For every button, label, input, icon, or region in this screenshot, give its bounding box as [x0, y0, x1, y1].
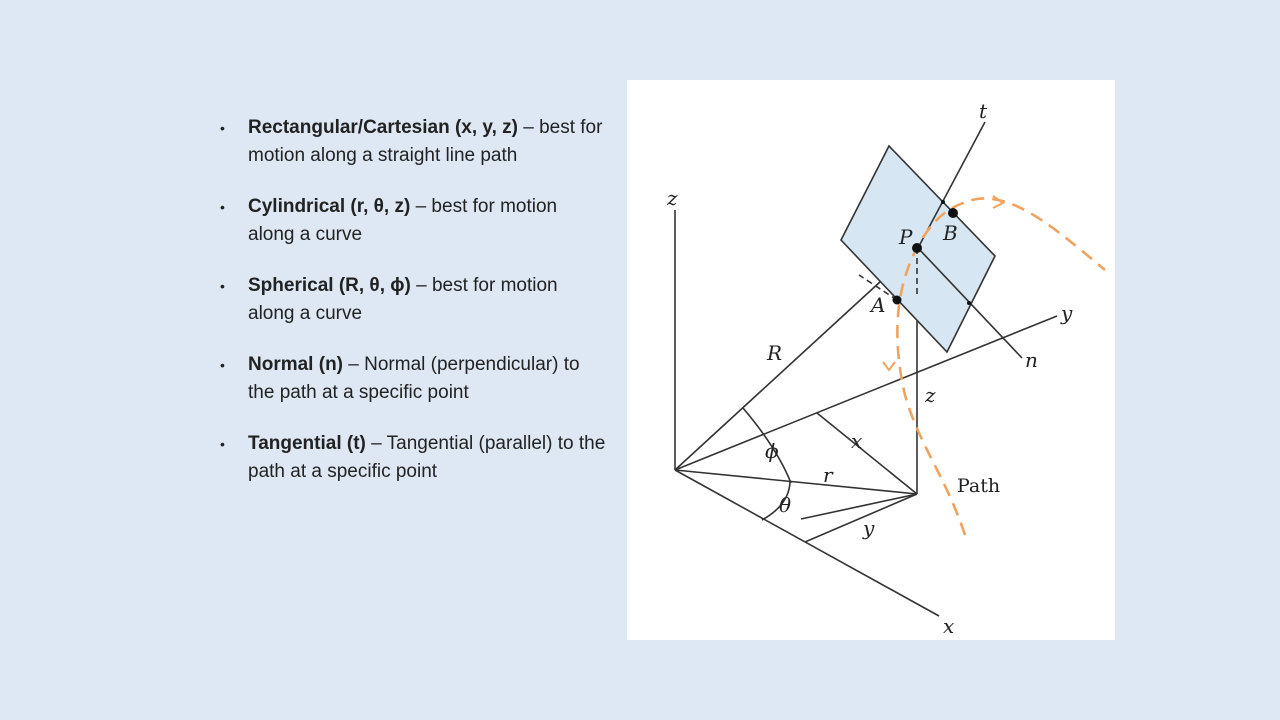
point-P — [912, 243, 922, 253]
y-axis-line — [674, 315, 1058, 471]
label-theta: θ — [779, 493, 791, 517]
point-A — [892, 295, 902, 305]
path-arrow — [992, 195, 1005, 209]
radius-r-line — [674, 469, 918, 495]
label-A: A — [869, 293, 885, 317]
label-n: n — [1025, 348, 1038, 372]
radius-R-line — [674, 247, 918, 471]
plane-intersection-dot — [967, 301, 971, 305]
bullet-desc: – Normal (perpendicular) to the path at … — [248, 354, 580, 403]
bullet-dot: • — [220, 436, 225, 452]
bullet-desc: – Tangential (parallel) to the path at a… — [248, 433, 606, 482]
label-P: P — [898, 225, 913, 249]
label-y-projection: y — [862, 516, 875, 540]
y-projection-line — [816, 412, 918, 495]
bullet-item: • Cylindrical (r, θ, z) – best for motion… — [218, 193, 608, 249]
theta-arc — [761, 481, 791, 521]
bullet-term: Cylindrical (r, θ, z) — [248, 196, 411, 217]
bullet-term: Normal (n) — [248, 354, 343, 375]
plane-intersection-dot — [941, 200, 945, 204]
bullet-item: • Spherical (R, θ, ϕ) – best for motion a… — [218, 272, 608, 328]
bullet-dot: • — [220, 278, 225, 294]
label-x-axis: x — [943, 614, 954, 638]
bullet-desc: – best for motion along a straight line … — [248, 117, 603, 166]
bullet-item: • Tangential (t) – Tangential (parallel) … — [218, 430, 608, 486]
x-projection-line — [800, 493, 918, 520]
bullet-desc: – best for motion along a curve — [248, 275, 558, 324]
y-offset-line — [804, 493, 918, 543]
label-y-axis: y — [1060, 301, 1073, 325]
path-arrow — [882, 361, 896, 372]
bullet-dot: • — [220, 199, 225, 215]
label-r: r — [823, 463, 834, 487]
x-axis-line — [674, 469, 940, 617]
bullet-term: Rectangular/Cartesian (x, y, z) — [248, 117, 518, 138]
label-R: R — [766, 341, 782, 365]
label-B: B — [942, 221, 958, 245]
label-z-axis: z — [666, 186, 678, 210]
bullet-desc: – best for motion along a curve — [248, 196, 558, 245]
bullet-term: Tangential (t) — [248, 433, 366, 454]
bullet-item: • Rectangular/Cartesian (x, y, z) – best … — [218, 114, 608, 170]
path-curve — [896, 197, 1106, 536]
diagram-svg: z y x t n P A B R ϕ θ r x y z Path — [666, 99, 1106, 638]
bullet-item: • Normal (n) – Normal (perpendicular) to … — [218, 351, 608, 407]
label-phi: ϕ — [765, 439, 779, 463]
bullet-term: Spherical (R, θ, ϕ) — [248, 275, 411, 296]
label-z-height: z — [924, 383, 936, 407]
bullet-dot: • — [220, 120, 225, 136]
label-x-projection: x — [851, 429, 862, 453]
label-path: Path — [957, 475, 1000, 497]
bullet-dot: • — [220, 357, 225, 373]
label-t: t — [979, 99, 988, 123]
coordinate-diagram: z y x t n P A B R ϕ θ r x y z Path — [627, 80, 1115, 640]
bullet-list: • Rectangular/Cartesian (x, y, z) – best … — [218, 114, 608, 509]
point-B — [948, 208, 958, 218]
phi-arc — [742, 407, 792, 484]
plane-dashed-line — [858, 274, 898, 301]
